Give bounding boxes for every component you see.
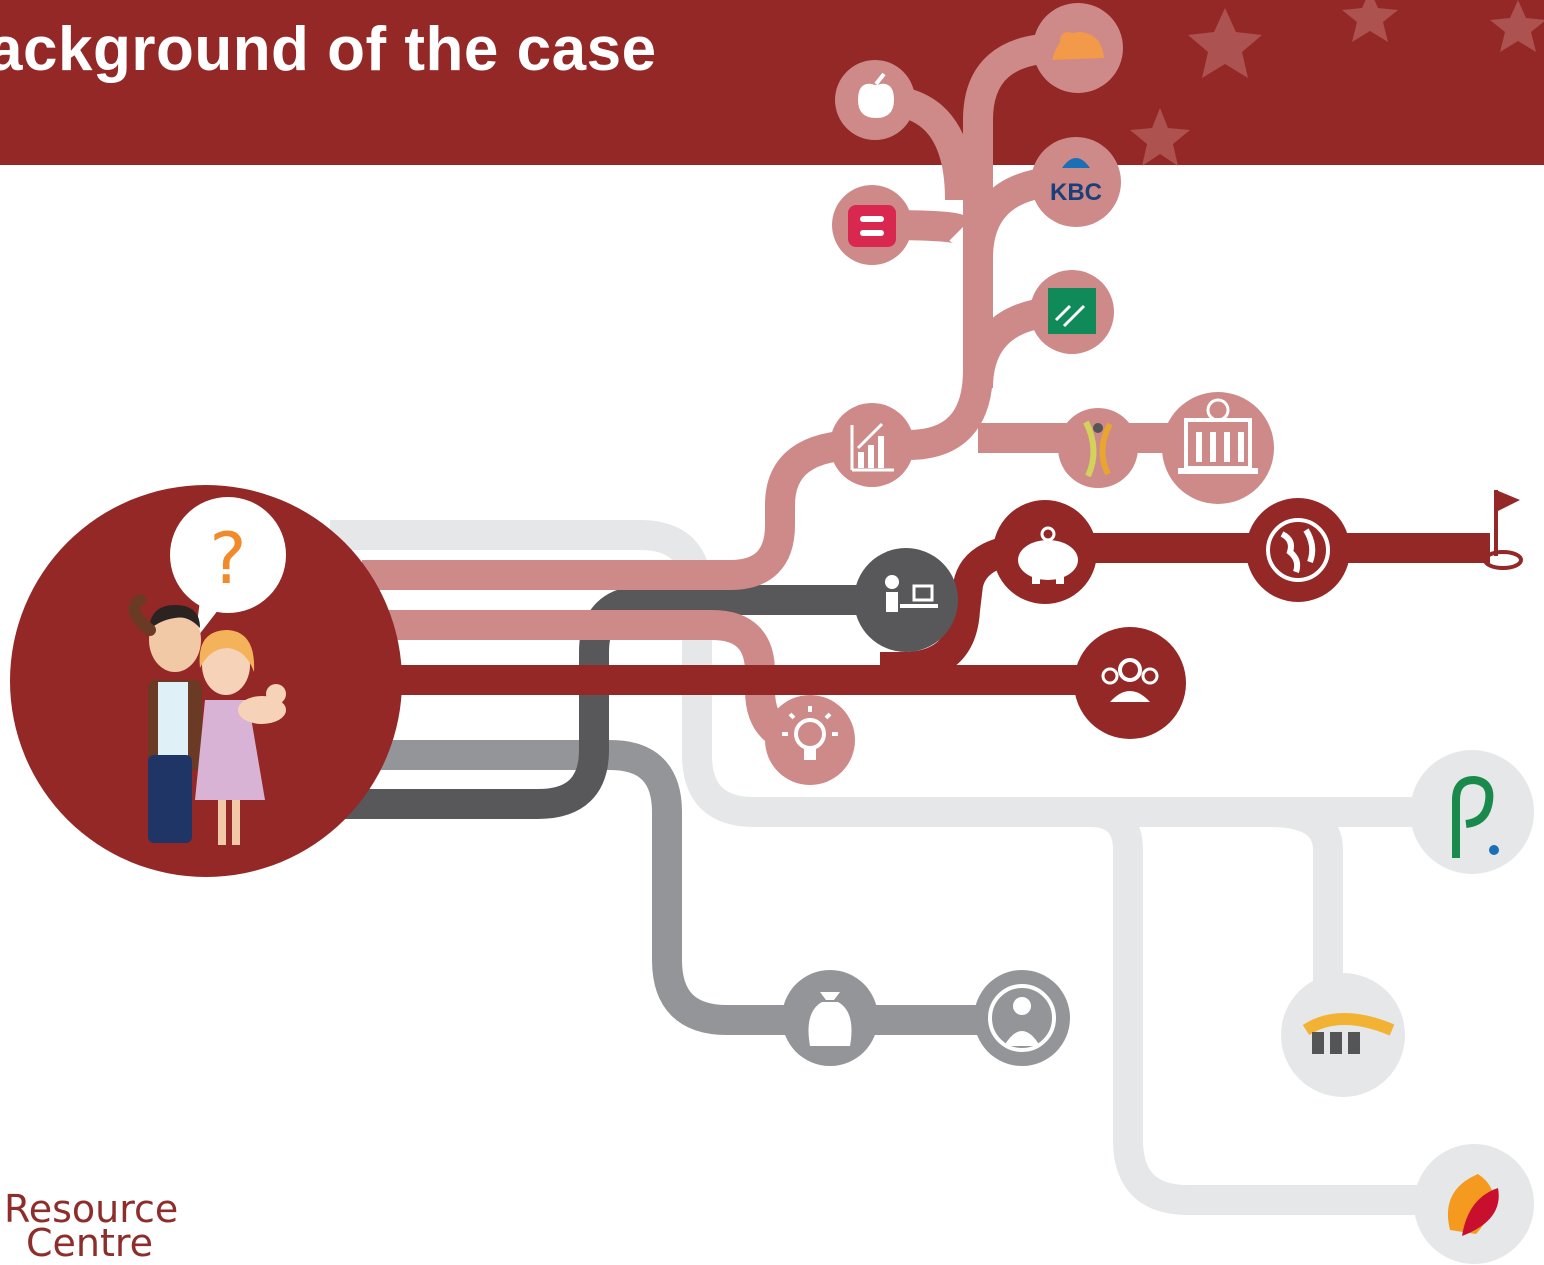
- advisor-person-icon: [974, 970, 1070, 1066]
- arc-logo-icon: [1281, 973, 1405, 1097]
- ing-lion-logo-icon: [1033, 3, 1123, 93]
- equal-sign-logo-icon: [832, 185, 912, 265]
- kbc-logo-text: KBC: [1050, 179, 1102, 206]
- globe-icon: [1246, 498, 1350, 602]
- flag-hole-icon: [1483, 490, 1523, 570]
- leaf-logo-icon: [1414, 1144, 1534, 1264]
- resource-centre-logo: Resource Centre: [4, 1187, 179, 1265]
- bnp-paribas-logo-icon: [1030, 270, 1114, 354]
- dark-grey-path: [340, 585, 905, 819]
- money-bag-icon: [782, 970, 878, 1066]
- office-worker-desk-icon: [854, 548, 958, 652]
- logo-line-2: Centre: [26, 1221, 154, 1265]
- growth-chart-icon: [830, 403, 914, 487]
- question-mark-text: ?: [209, 518, 246, 600]
- lightbulb-icon: [765, 695, 855, 785]
- bank-building-euro-icon: [1162, 392, 1274, 504]
- mid-grey-path: [350, 740, 1020, 1035]
- slide-title: ackground of the case: [0, 15, 657, 84]
- family-illustration-icon: [128, 594, 286, 845]
- abstract-figure-logo-icon: [1058, 408, 1138, 488]
- p-logo-icon: [1410, 750, 1534, 874]
- kbc-bank-logo-icon: KBC: [1031, 137, 1121, 227]
- group-people-icon: [1074, 627, 1186, 739]
- speech-bubble: ?: [170, 497, 286, 640]
- slide-header: [0, 0, 1544, 165]
- header-stars: [1130, 0, 1544, 166]
- apple-icon: [835, 60, 915, 140]
- piggy-bank-icon: [993, 500, 1097, 604]
- logo-line-1: Resource: [4, 1187, 179, 1231]
